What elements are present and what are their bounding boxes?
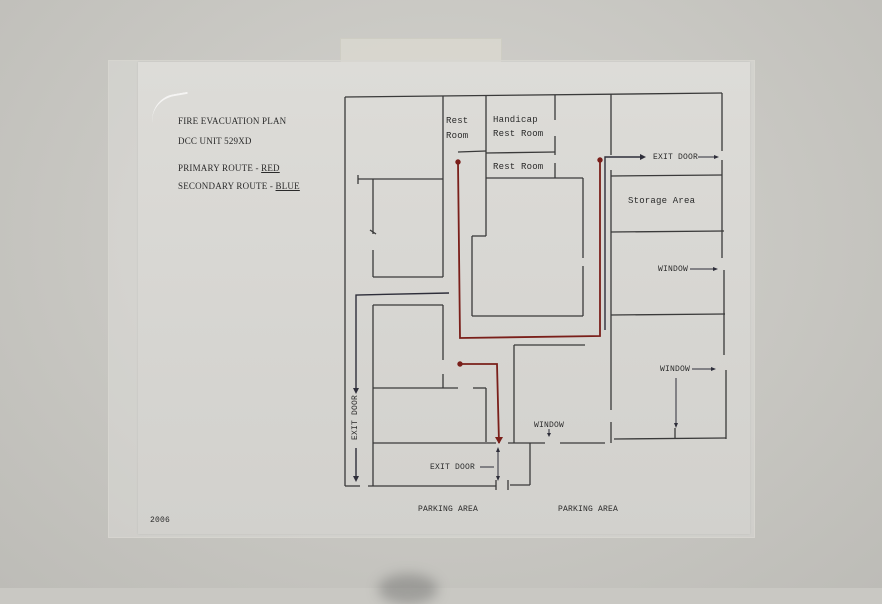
secondary-route-label: SECONDARY ROUTE - bbox=[178, 181, 276, 191]
shadow bbox=[378, 574, 438, 604]
parking-area-1: PARKING AREA bbox=[418, 505, 479, 514]
primary-route-color: RED bbox=[261, 163, 280, 173]
unit-label: DCC UNIT 529XD bbox=[178, 136, 252, 146]
secondary-route-color: BLUE bbox=[275, 181, 300, 191]
window-marker-2: WINDOW bbox=[660, 365, 691, 374]
floor-plan bbox=[344, 92, 727, 490]
secondary-route bbox=[353, 154, 646, 482]
storage-area-label: Storage Area bbox=[628, 196, 696, 206]
primary-route bbox=[455, 157, 603, 444]
handicap-label-line2: Rest Room bbox=[493, 129, 544, 139]
primary-route-legend: PRIMARY ROUTE - RED bbox=[178, 163, 280, 173]
rest-room-1-label-line1: Rest bbox=[446, 116, 469, 126]
primary-route-label: PRIMARY ROUTE - bbox=[178, 163, 262, 173]
rest-room-2-label: Rest Room bbox=[493, 162, 544, 172]
handicap-label-line1: Handicap bbox=[493, 115, 538, 125]
tape-strip bbox=[340, 38, 502, 64]
window-marker-bottom: WINDOW bbox=[534, 421, 565, 430]
evacuation-plan-paper bbox=[138, 62, 750, 534]
walls bbox=[344, 92, 727, 490]
rest-room-1-label-line2: Room bbox=[446, 131, 469, 141]
exit-door-left: EXIT DOOR bbox=[351, 394, 360, 440]
parking-area-2: PARKING AREA bbox=[558, 505, 619, 514]
window-marker-1: WINDOW bbox=[658, 265, 689, 274]
exit-door-bottom: EXIT DOOR bbox=[430, 463, 476, 472]
exit-door-top-right: EXIT DOOR bbox=[653, 153, 699, 162]
secondary-route-legend: SECONDARY ROUTE - BLUE bbox=[178, 181, 300, 191]
year-label: 2006 bbox=[150, 516, 171, 525]
marker-arrows bbox=[480, 155, 719, 481]
plan-title: FIRE EVACUATION PLAN bbox=[178, 116, 287, 126]
